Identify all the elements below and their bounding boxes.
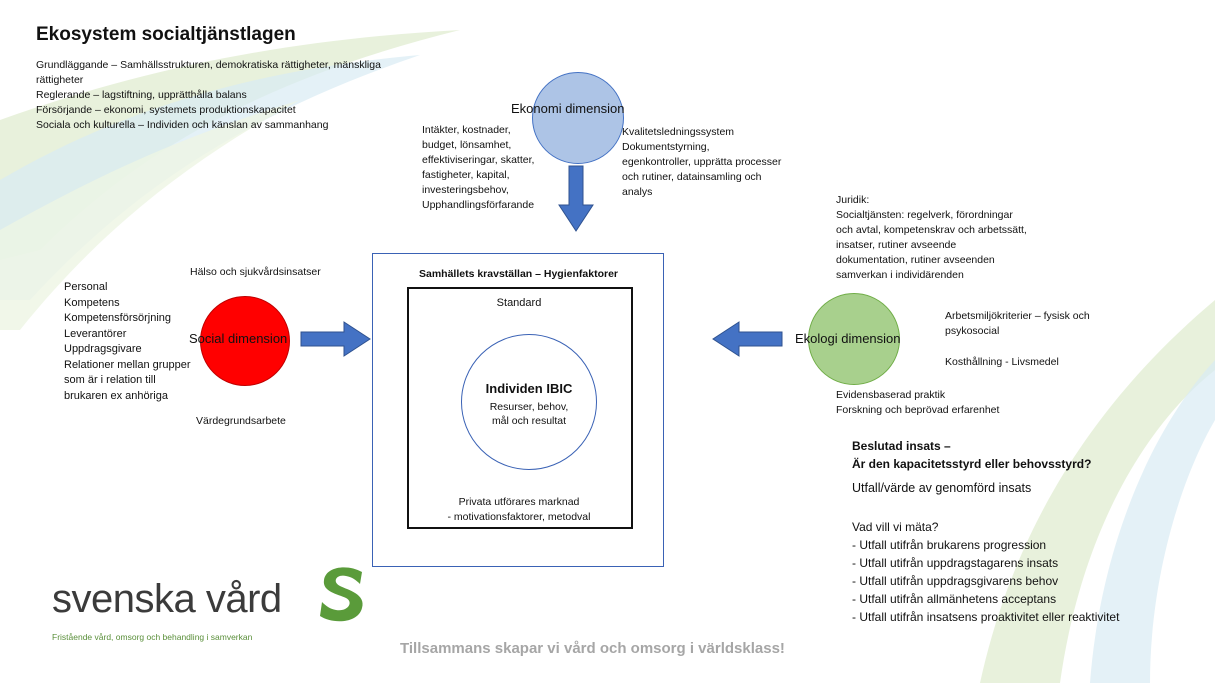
values-work-label: Värdegrundsarbete: [196, 415, 286, 427]
economy-left-line: fastigheter, kapital,: [422, 169, 510, 181]
economy-left-line: Intäkter, kostnader,: [422, 124, 511, 136]
economy-dimension-circle: [532, 72, 624, 164]
health-care-label: Hälso och sjukvårdsinsatser: [190, 266, 321, 278]
social-list: Personal Kompetens Kompetensförsörjning …: [64, 280, 191, 404]
arrow-left-icon: [712, 321, 783, 357]
measure-line: - Utfall utifrån allmänhetens acceptans: [852, 592, 1057, 606]
social-line: som är i relation till: [64, 374, 156, 386]
individual-ibic-line: mål och resultat: [491, 415, 567, 427]
economy-right-list: Kvalitetsledningssystem Dokumentstyrning…: [622, 125, 781, 200]
work-environment-line: Arbetsmiljökriterier – fysisk och: [945, 310, 1090, 322]
economy-right-line: analys: [622, 186, 653, 198]
intro-line: rättigheter: [36, 74, 84, 86]
ecology-dimension-circle: [808, 293, 900, 385]
juridik-line: samverkan i individärenden: [836, 269, 964, 281]
juridik-line: dokumentation, rutiner avseenden: [836, 254, 995, 266]
arrow-down-icon: [558, 165, 594, 232]
food-label: Kosthållning - Livsmedel: [945, 356, 1059, 368]
social-dimension-circle: [200, 296, 290, 386]
slogan: Tillsammans skapar vi vård och omsorg i …: [400, 640, 785, 657]
decision-title: Beslutad insats – Är den kapacitetsstyrd…: [852, 437, 1091, 473]
social-line: Personal: [64, 281, 108, 293]
page-title: Ekosystem socialtjänstlagen: [36, 24, 296, 45]
juridik-line: och avtal, kompetenskrav och arbetssätt,: [836, 224, 1027, 236]
measure-list: Vad vill vi mäta? - Utfall utifrån bruka…: [852, 518, 1119, 626]
private-market-label: Privata utförares marknad - motivationsf…: [407, 495, 631, 525]
economy-left-line: effektiviseringar, skatter,: [422, 154, 535, 166]
economy-right-line: Kvalitetsledningssystem: [622, 126, 735, 138]
standard-box: [407, 287, 633, 529]
social-line: Kompetensförsörjning: [64, 312, 172, 324]
society-requirements-box: [372, 253, 664, 567]
evidence-line: Forskning och beprövad erfarenhet: [836, 404, 1000, 416]
society-requirements-title: Samhällets kravställan – Hygienfaktorer: [418, 268, 618, 280]
ecology-dimension-label: Ekologi dimension: [795, 331, 901, 346]
work-environment-list: Arbetsmiljökriterier – fysisk och psykos…: [945, 309, 1090, 339]
measure-line: - Utfall utifrån uppdragsgivarens behov: [852, 574, 1059, 588]
social-line: Uppdragsgivare: [64, 343, 142, 355]
intro-line: Reglerande – lagstiftning, upprätthålla …: [36, 89, 247, 101]
measure-line: - Utfall utifrån brukarens progression: [852, 538, 1047, 552]
juridik-line: insatser, rutiner avseende: [836, 239, 957, 251]
outcome-label: Utfall/värde av genomförd insats: [852, 481, 1032, 495]
private-market-line: Privata utförares marknad: [458, 496, 580, 508]
economy-right-line: egenkontroller, upprätta processer: [622, 156, 782, 168]
measure-line: - Utfall utifrån insatsens proaktivitet …: [852, 610, 1120, 624]
logo-s-icon: [320, 567, 363, 622]
decision-title-line: Beslutad insats –: [852, 439, 951, 453]
juridik-line: Socialtjänsten: regelverk, förordningar: [836, 209, 1013, 221]
economy-right-line: Dokumentstyrning,: [622, 141, 710, 153]
intro-list: Grundläggande – Samhällsstrukturen, demo…: [36, 58, 381, 133]
intro-line: Sociala och kulturella – Individen och k…: [36, 119, 329, 131]
evidence-line: Evidensbaserad praktik: [836, 389, 946, 401]
individual-ibic-circle: [461, 334, 597, 470]
individual-ibic-line: Resurser, behov,: [489, 401, 569, 413]
social-line: brukaren ex anhöriga: [64, 389, 168, 402]
logo-tagline: Fristående vård, omsorg och behandling i…: [52, 632, 253, 642]
individual-ibic-title: Individen IBIC: [485, 381, 573, 396]
work-environment-line: psykosocial: [945, 325, 1000, 337]
evidence-list: Evidensbaserad praktik Forskning och bep…: [836, 388, 999, 418]
social-dimension-label: Social dimension: [189, 331, 288, 346]
economy-dimension-label: Ekonomi dimension: [511, 101, 625, 116]
economy-left-list: Intäkter, kostnader, budget, lönsamhet, …: [422, 123, 534, 213]
economy-left-line: budget, lönsamhet,: [422, 139, 512, 151]
juridik-line: Juridik:: [836, 194, 870, 206]
arrow-right-icon: [300, 321, 371, 357]
economy-left-line: Upphandlingsförfarande: [422, 199, 535, 211]
standard-label: Standard: [496, 297, 542, 309]
measure-line: - Utfall utifrån uppdragstagarens insats: [852, 556, 1059, 570]
social-line: Leverantörer: [64, 327, 127, 340]
social-line: Kompetens: [64, 296, 120, 309]
economy-right-line: och rutiner, datainsamling och: [622, 171, 762, 183]
measure-line: Vad vill vi mäta?: [852, 520, 939, 534]
juridik-list: Juridik: Socialtjänsten: regelverk, föro…: [836, 193, 1027, 283]
individual-ibic-subtitle: Resurser, behov, mål och resultat: [461, 400, 597, 428]
decision-title-line: Är den kapacitetsstyrd eller behovsstyrd…: [852, 457, 1092, 471]
economy-left-line: investeringsbehov,: [422, 184, 509, 196]
private-market-line: - motivationsfaktorer, metodval: [447, 511, 591, 523]
intro-line: Grundläggande – Samhällsstrukturen, demo…: [36, 59, 381, 71]
intro-line: Försörjande – ekonomi, systemets produkt…: [36, 104, 296, 116]
logo-wordmark: svenska vård: [52, 577, 282, 621]
social-line: Relationer mellan grupper: [64, 358, 191, 371]
